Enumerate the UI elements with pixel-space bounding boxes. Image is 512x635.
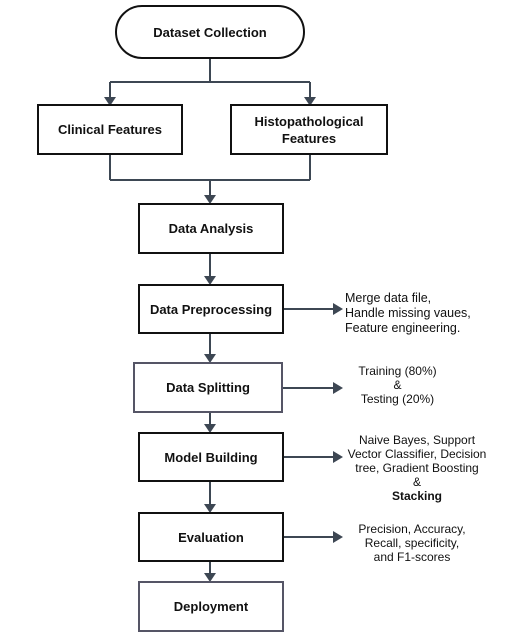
note-evaluation: Precision, Accuracy, Recall, specificity… — [350, 522, 474, 564]
note-model-building: Naive Bayes, Support Vector Classifier, … — [343, 433, 491, 503]
note-model-stacking: Stacking — [391, 489, 442, 503]
note-preprocessing: Merge data file, Handle missing vaues, F… — [345, 291, 471, 336]
note-splitting: Training (80%) & Testing (20%) — [345, 364, 450, 406]
arrowhead-deployment — [204, 573, 216, 582]
node-histopathological-features: Histopathological Features — [230, 104, 388, 155]
node-histopathological-label-line1: Histopathological — [254, 113, 364, 129]
note-preprocessing-line: Merge data file, — [345, 291, 432, 305]
node-deployment: Deployment — [138, 581, 284, 632]
arrowhead-splitting-note — [333, 382, 343, 394]
node-model-building: Model Building — [138, 432, 284, 482]
note-model-line: Naive Bayes, Support — [358, 433, 476, 447]
node-data-preprocessing: Data Preprocessing — [138, 284, 284, 334]
arrowhead-histopathological — [304, 97, 316, 106]
arrowhead-preprocessing — [204, 276, 216, 285]
note-preprocessing-line: Feature engineering. — [345, 321, 461, 335]
node-clinical-features: Clinical Features — [37, 104, 183, 155]
note-model-line: Vector Classifier, Decision — [347, 447, 487, 461]
edge-features-merge — [109, 155, 311, 196]
arrowhead-clinical — [104, 97, 116, 106]
node-dataset-collection-label: Dataset Collection — [153, 24, 267, 40]
node-model-building-label: Model Building — [164, 449, 258, 465]
node-data-splitting-label: Data Splitting — [166, 380, 250, 395]
note-splitting-line: & — [393, 378, 402, 392]
note-evaluation-line: Precision, Accuracy, — [358, 522, 466, 536]
node-data-analysis-label: Data Analysis — [168, 221, 254, 236]
node-dataset-collection: Dataset Collection — [115, 5, 305, 59]
arrowhead-data-analysis — [204, 195, 216, 204]
note-splitting-line: Testing (20%) — [360, 392, 435, 406]
node-histopathological-label-line2: Features — [281, 130, 337, 146]
note-evaluation-line: Recall, specificity, — [364, 536, 460, 550]
arrowhead-splitting — [204, 354, 216, 363]
node-data-analysis: Data Analysis — [138, 203, 284, 254]
arrowhead-evaluation — [204, 504, 216, 513]
arrowhead-model-note — [333, 451, 343, 463]
node-clinical-features-label: Clinical Features — [57, 122, 163, 137]
arrowhead-preprocessing-note — [333, 303, 343, 315]
note-model-line: & — [412, 475, 421, 489]
node-evaluation: Evaluation — [138, 512, 284, 562]
edge-collection-split — [109, 58, 311, 98]
arrowhead-model — [204, 424, 216, 433]
arrowhead-evaluation-note — [333, 531, 343, 543]
node-evaluation-label: Evaluation — [178, 529, 244, 545]
note-evaluation-line: and F1-scores — [373, 550, 451, 564]
node-data-preprocessing-label: Data Preprocessing — [149, 301, 273, 317]
note-model-line: tree, Gradient Boosting — [355, 461, 479, 475]
node-data-splitting: Data Splitting — [133, 362, 283, 413]
note-splitting-line: Training (80%) — [358, 364, 437, 378]
note-preprocessing-line: Handle missing vaues, — [345, 306, 471, 320]
node-deployment-label: Deployment — [173, 599, 249, 614]
